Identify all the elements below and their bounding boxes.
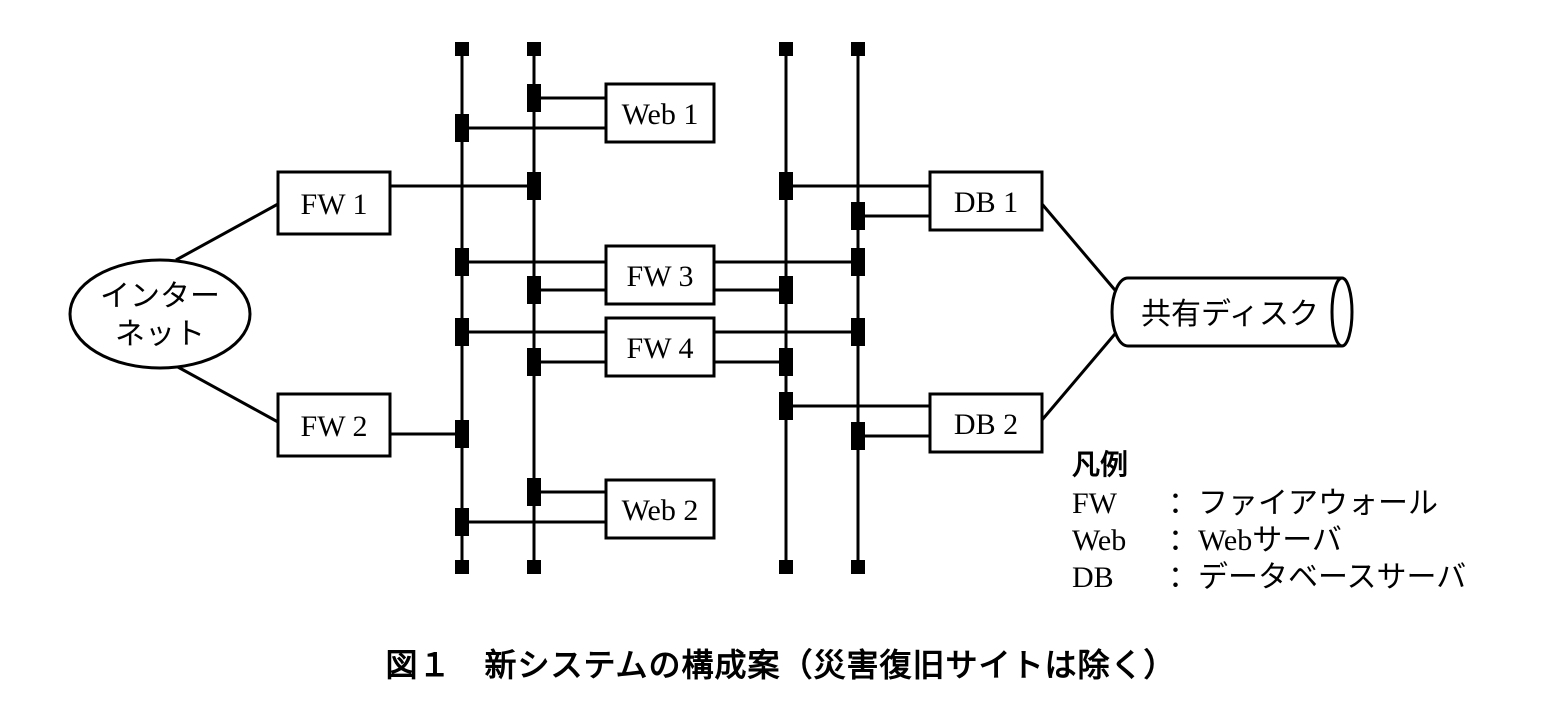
- legend-desc-web: Webサーバ: [1198, 524, 1342, 557]
- bus-1-bottom-cap: [455, 560, 469, 574]
- legend-desc-db: データベースサーバ: [1198, 560, 1467, 595]
- legend-key-fw: FW: [1072, 487, 1117, 520]
- port-marker: [851, 248, 865, 276]
- port-marker: [851, 318, 865, 346]
- bus-4-bottom-cap: [851, 560, 865, 574]
- bus-2-bottom-cap: [527, 560, 541, 574]
- port-marker: [527, 478, 541, 506]
- db2-label: DB 2: [954, 408, 1018, 441]
- port-marker: [527, 276, 541, 304]
- link-db1-disk: [1040, 203, 1122, 297]
- fw4-label: FW 4: [627, 332, 694, 365]
- fw2-label: FW 2: [301, 410, 368, 443]
- web1-box: [604, 82, 716, 144]
- port-marker: [527, 172, 541, 200]
- port-markers: [455, 42, 865, 574]
- fw3-label: FW 3: [627, 260, 694, 293]
- bus-1-top-cap: [455, 42, 469, 56]
- fw2-box: [276, 392, 392, 458]
- fw3-box: [604, 244, 716, 306]
- port-marker: [455, 420, 469, 448]
- legend-sep-web: ：: [1168, 524, 1198, 557]
- port-marker: [455, 114, 469, 142]
- link-internet-fw2: [175, 364, 279, 424]
- port-marker: [779, 172, 793, 200]
- port-marker: [779, 276, 793, 304]
- legend-row-web: Web ：Webサーバ: [1072, 522, 1466, 559]
- link-internet-fw1: [175, 202, 279, 262]
- fw1-label: FW 1: [301, 188, 368, 221]
- port-marker: [779, 392, 793, 420]
- port-marker: [527, 348, 541, 376]
- legend: 凡例 FW：ファイアウォール Web：Webサーバ DB：データベースサーバ: [1072, 446, 1466, 596]
- internet-cloud: [68, 258, 252, 370]
- fw1-box: [276, 170, 392, 236]
- port-marker: [779, 348, 793, 376]
- legend-key-db: DB: [1072, 561, 1114, 594]
- internet-label-line1: インター: [100, 279, 220, 314]
- db1-label: DB 1: [954, 186, 1018, 219]
- bus-3-top-cap: [779, 42, 793, 56]
- internet-label-line2: ネット: [115, 317, 205, 352]
- fw4-box: [604, 316, 716, 378]
- port-marker: [455, 248, 469, 276]
- bus-4-top-cap: [851, 42, 865, 56]
- bus-2-top-cap: [527, 42, 541, 56]
- db1-box: [928, 170, 1044, 232]
- port-marker: [851, 202, 865, 230]
- legend-desc-fw: ファイアウォール: [1198, 486, 1438, 521]
- port-marker: [455, 318, 469, 346]
- legend-sep-fw: ：: [1168, 487, 1198, 520]
- db2-box: [928, 392, 1044, 454]
- port-marker: [455, 508, 469, 536]
- shared-disk-label: 共有ディスク: [1141, 297, 1319, 332]
- port-marker: [851, 422, 865, 450]
- port-marker: [527, 84, 541, 112]
- legend-sep-db: ：: [1168, 561, 1198, 594]
- shared-disk-cylinder: [1110, 276, 1354, 348]
- bus-3-bottom-cap: [779, 560, 793, 574]
- web1-label: Web 1: [622, 98, 699, 131]
- web2-label: Web 2: [622, 494, 699, 527]
- legend-key-web: Web: [1072, 524, 1127, 557]
- legend-title: 凡例: [1072, 448, 1129, 481]
- figure-caption: 図１ 新システムの構成案（災害復旧サイトは除く）: [385, 646, 1177, 684]
- legend-row-db: DB ：データベースサーバ: [1072, 559, 1466, 596]
- legend-row-fw: FW ：ファイアウォール: [1072, 485, 1466, 522]
- web2-box: [604, 478, 716, 540]
- link-db2-disk: [1040, 327, 1122, 421]
